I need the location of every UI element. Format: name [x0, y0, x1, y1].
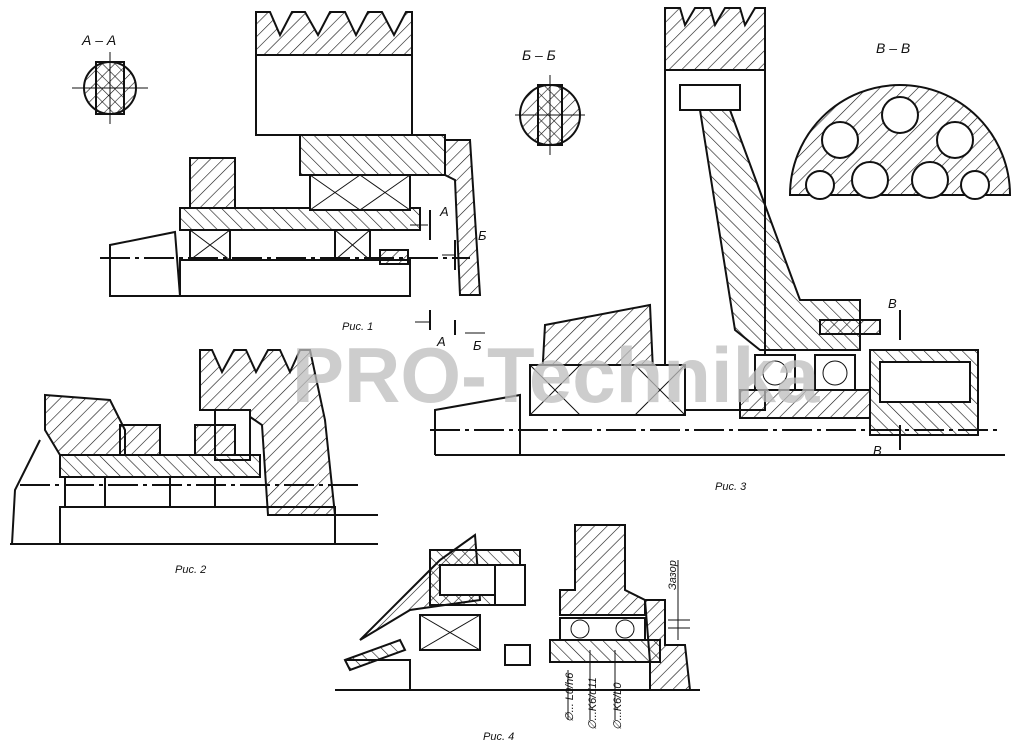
- label-fit-3: ∅...K6/L0: [612, 682, 624, 730]
- label-fit-2: ∅...K6/d11: [587, 677, 599, 730]
- caption-fig-4: Рис. 4: [483, 731, 514, 743]
- caption-fig-1: Рис. 1: [342, 321, 373, 333]
- figure-2-drawing: [10, 349, 378, 545]
- section-label-bb: Б – Б: [522, 47, 556, 63]
- marker-v: В: [888, 296, 897, 311]
- marker-a: А: [439, 204, 449, 219]
- marker-a-view: А: [436, 334, 446, 349]
- marker-b-view: Б: [473, 338, 482, 353]
- figure-3-drawing: [430, 7, 1012, 456]
- label-gap: Зазор: [667, 560, 679, 590]
- watermark: PRO-Technika: [292, 331, 820, 419]
- caption-fig-2: Рис. 2: [175, 564, 206, 576]
- section-label-vv: В – В: [876, 40, 910, 56]
- marker-b: Б: [478, 228, 487, 243]
- marker-v-lower: В: [873, 443, 882, 458]
- label-fit-1: ∅... L0/h6: [564, 672, 576, 722]
- section-label-aa: А – А: [81, 32, 116, 48]
- figure-4-drawing: [335, 524, 700, 720]
- figure-1-drawing: [72, 11, 485, 335]
- caption-fig-3: Рис. 3: [715, 481, 747, 493]
